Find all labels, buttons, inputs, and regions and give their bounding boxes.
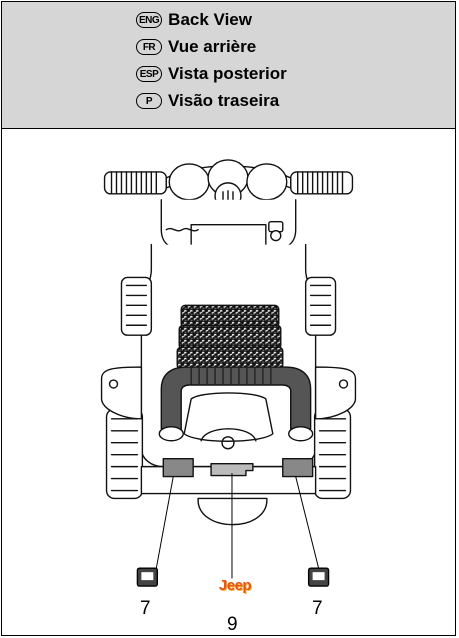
cargo-bed [183,392,274,442]
right-grip [290,171,354,195]
bed-bolt [221,436,235,450]
key-switch [268,221,284,242]
jeep-logo-text: Jeep [218,577,252,594]
lang-badge-esp: ESP [136,66,162,82]
roll-bar [158,366,314,442]
callout-right: 7 [312,598,323,619]
left-fender-bolt [108,379,119,389]
title-row-p: P Visão traseira [136,90,279,112]
vehicle-back-view-illustration [100,159,357,587]
callout-center: 9 [227,614,238,635]
right-upper-wheel [304,276,337,336]
leader-right [295,476,320,569]
license-plate-mark [210,462,254,477]
lang-badge-eng: ENG [136,12,163,28]
tail-light-decal-right-icon [307,567,330,587]
leader-left [155,476,174,569]
tail-light-decal-left-icon [136,567,159,587]
lang-badge-fr: FR [136,39,162,55]
left-tail-light [162,457,194,478]
title-fr: Vue arrière [168,37,257,56]
title-panel: ENG Back View FR Vue arrière ESP Vista p… [2,2,455,129]
left-upper-wheel [120,276,153,336]
title-row-fr: FR Vue arrière [136,36,256,58]
jeep-logo: Jeep [218,577,252,597]
left-grip [103,171,167,195]
lang-badge-p: P [136,93,162,109]
cable [165,227,199,232]
title-p: Visão traseira [168,91,280,110]
seat-cushions [176,304,284,370]
right-tail-light [282,457,314,478]
title-row-eng: ENG Back View [136,9,252,31]
right-lower-wheel [313,408,352,500]
callout-left: 7 [140,598,151,619]
title-eng: Back View [168,10,252,29]
right-fender-bolt [338,379,349,389]
title-esp: Vista posterior [168,64,287,83]
left-fender [100,366,143,420]
bed-ridge [200,428,257,442]
right-fender [314,366,357,420]
title-row-esp: ESP Vista posterior [136,63,287,85]
left-lower-wheel [105,408,144,500]
